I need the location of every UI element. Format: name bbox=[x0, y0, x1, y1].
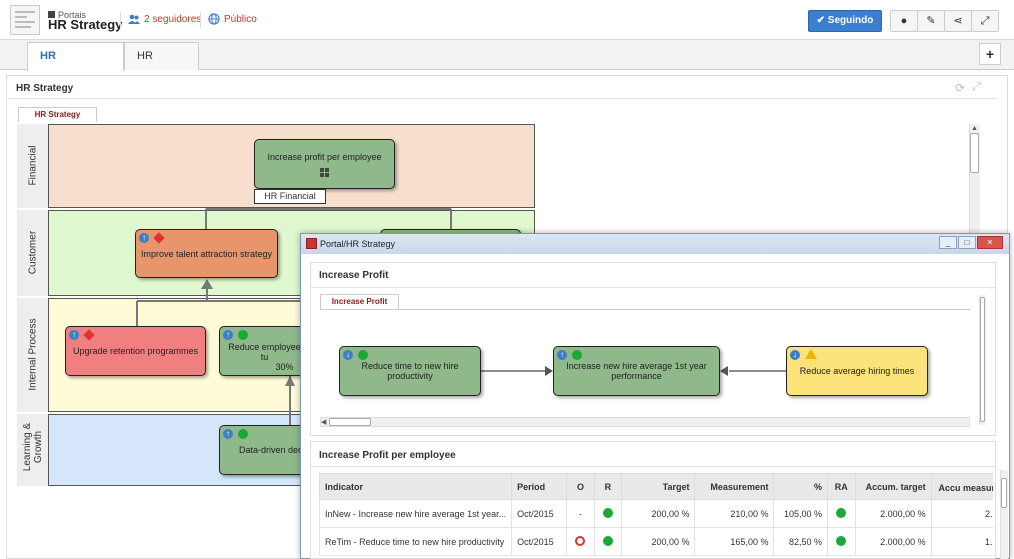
col-r[interactable]: R bbox=[593, 473, 622, 500]
panel-title: HR Strategy bbox=[16, 83, 74, 94]
status-green-icon bbox=[602, 507, 613, 518]
cell-target: 200,00 % bbox=[620, 527, 696, 556]
cell-period: Oct/2015 bbox=[511, 527, 568, 556]
trend-up-icon: ↑ bbox=[69, 330, 79, 340]
breadcrumb[interactable]: Portais bbox=[48, 10, 86, 20]
table-row[interactable]: InNew - Increase new hire average 1st ye… bbox=[319, 499, 993, 528]
cell-measurement: 210,00 % bbox=[694, 499, 775, 528]
close-button[interactable]: ✕ bbox=[977, 236, 1003, 249]
portal-logo bbox=[10, 5, 40, 35]
status-green-icon bbox=[238, 330, 248, 340]
status-green-icon bbox=[238, 429, 248, 439]
trend-up-icon: ↑ bbox=[223, 330, 233, 340]
follow-button[interactable]: ✔ Seguindo bbox=[808, 10, 882, 32]
cell-indicator[interactable]: InNew - Increase new hire average 1st ye… bbox=[319, 499, 513, 528]
popup-map-tab[interactable]: Increase Profit bbox=[320, 294, 399, 309]
col-ra[interactable]: RA bbox=[826, 473, 856, 500]
followers-link[interactable]: 2 seguidores bbox=[128, 13, 201, 25]
cell-accum-target: 2.000,00 % bbox=[854, 527, 932, 556]
cell-measurement: 165,00 % bbox=[694, 527, 775, 556]
popup-map-panel bbox=[310, 262, 996, 436]
status-green-icon bbox=[358, 350, 368, 360]
popup-titlebar[interactable] bbox=[301, 234, 1009, 254]
popup-hscrollbar[interactable] bbox=[320, 417, 970, 427]
hscroll-thumb[interactable] bbox=[329, 418, 371, 426]
minimize-button[interactable]: _ bbox=[939, 236, 957, 249]
col-accum-measurement[interactable]: Accu measureme bbox=[930, 473, 993, 500]
status-green-icon bbox=[836, 535, 847, 546]
add-tab-button[interactable]: + bbox=[979, 43, 1001, 65]
expand-icon: ⤢ bbox=[980, 15, 990, 27]
cell-percent: 82,50 % bbox=[773, 527, 828, 556]
page-title: HR Strategy bbox=[48, 17, 123, 32]
visibility-link[interactable]: Público bbox=[208, 13, 257, 25]
pencil-icon: ✎ bbox=[926, 15, 936, 27]
node-data-driven[interactable]: Data-driven deci bbox=[219, 425, 309, 475]
trend-down-icon: ↓ bbox=[343, 350, 353, 360]
cell-accum-measurement: 1.924,( bbox=[930, 527, 993, 556]
cell-accum-measurement: 2.100,( bbox=[930, 499, 993, 528]
node-reduce-turnover[interactable]: Reduce employee tu 30% bbox=[219, 326, 309, 376]
share-icon: ⋖ bbox=[953, 15, 963, 27]
cell-period: Oct/2015 bbox=[511, 499, 568, 528]
lifebuoy-icon bbox=[575, 535, 586, 546]
refresh-icon[interactable]: ⟳ bbox=[955, 81, 966, 95]
cell-indicator[interactable]: ReTim - Reduce time to new hire producti… bbox=[319, 527, 513, 556]
expand-icon[interactable]: ⤢ bbox=[972, 81, 981, 93]
col-period[interactable]: Period bbox=[511, 473, 568, 500]
window-icon bbox=[306, 238, 317, 249]
table-scrollbar[interactable] bbox=[1000, 470, 1008, 559]
trend-up-icon: ↑ bbox=[557, 350, 567, 360]
col-measurement[interactable]: Measurement bbox=[694, 473, 775, 500]
cell-o: - bbox=[566, 499, 595, 528]
cell-percent: 105,00 % bbox=[773, 499, 828, 528]
trend-up-icon: ↑ bbox=[139, 233, 149, 243]
popup-section-title: Increase Profit bbox=[319, 270, 389, 281]
warning-triangle-icon bbox=[805, 349, 817, 359]
cell-accum-target: 2.000,00 % bbox=[854, 499, 932, 528]
trend-down-icon: ↓ bbox=[790, 350, 800, 360]
col-percent[interactable]: % bbox=[773, 473, 828, 500]
globe-icon bbox=[208, 13, 220, 25]
node-increase-profit[interactable]: Increase profit per employee bbox=[254, 139, 395, 189]
trend-up-icon: ↑ bbox=[223, 429, 233, 439]
cell-target: 200,00 % bbox=[620, 499, 696, 528]
maximize-button[interactable]: □ bbox=[958, 236, 976, 249]
fullscreen-button[interactable]: ⤢ bbox=[971, 10, 999, 32]
map-tab[interactable]: HR Strategy bbox=[18, 107, 97, 122]
indicator-table-wrap: Indicator Period O R Target Measurement … bbox=[319, 473, 993, 559]
col-accum-target[interactable]: Accum. target bbox=[854, 473, 932, 500]
status-green-icon bbox=[572, 350, 582, 360]
table-title: Increase Profit per employee bbox=[319, 450, 456, 461]
popup-title: Portal/HR Strategy bbox=[320, 239, 396, 249]
table-row[interactable]: ReTim - Reduce time to new hire producti… bbox=[319, 527, 993, 556]
users-icon bbox=[128, 14, 140, 24]
col-indicator[interactable]: Indicator bbox=[319, 473, 513, 500]
indicator-table: Indicator Period O R Target Measurement … bbox=[319, 473, 993, 556]
col-o[interactable]: O bbox=[566, 473, 595, 500]
grid-icon bbox=[320, 167, 329, 177]
col-target[interactable]: Target bbox=[620, 473, 696, 500]
status-green-icon bbox=[836, 507, 847, 518]
scroll-thumb[interactable] bbox=[970, 133, 979, 173]
info-icon: ● bbox=[900, 15, 908, 27]
status-green-icon bbox=[602, 535, 613, 546]
link-tag-hr-financial[interactable]: HR Financial bbox=[254, 189, 326, 204]
